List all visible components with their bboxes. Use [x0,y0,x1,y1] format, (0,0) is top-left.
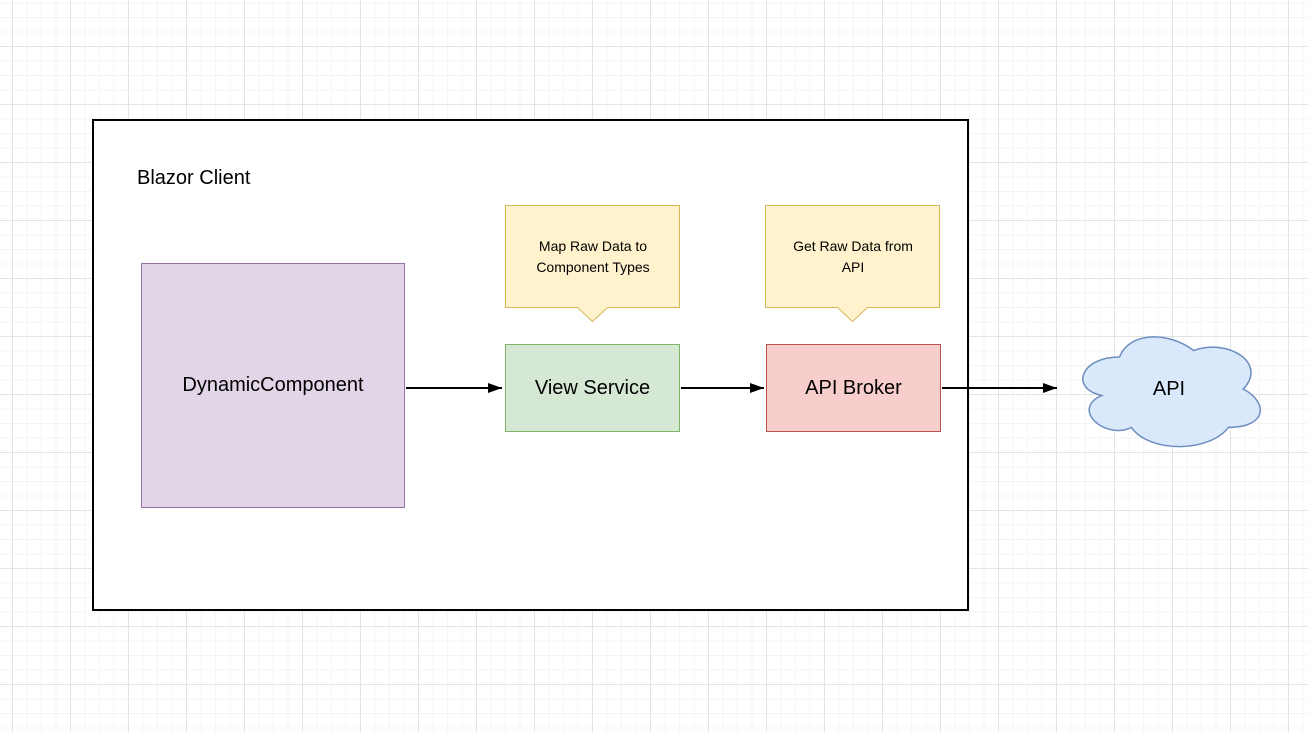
node-api-broker[interactable]: API Broker [766,344,941,432]
node-view-service[interactable]: View Service [505,344,680,432]
node-view-service-label: View Service [534,376,651,399]
callout-get-raw-data[interactable]: Get Raw Data from API [765,205,941,323]
callout-map-raw-data-shape [505,205,680,323]
node-dynamic-component-label: DynamicComponent [182,374,364,396]
callout-map-raw-data-label: Map Raw Data to Component Types [536,237,650,275]
callout-get-raw-data-shape [765,205,940,323]
callout-shape [765,205,940,323]
node-api-cloud[interactable]: API [1070,325,1268,453]
callout-shape [505,205,680,323]
callout-map-raw-data[interactable]: Map Raw Data to Component Types [505,205,681,323]
container-blazor-client-label: Blazor Client [137,167,251,189]
node-api-cloud-label: API [1152,377,1186,400]
node-api-cloud-shape [1082,336,1261,448]
callout-get-raw-data-label: Get Raw Data from API [793,237,913,275]
node-api-broker-label: API Broker [805,376,902,399]
node-dynamic-component[interactable]: DynamicComponent [141,263,405,508]
cloud-shape [1082,336,1261,448]
